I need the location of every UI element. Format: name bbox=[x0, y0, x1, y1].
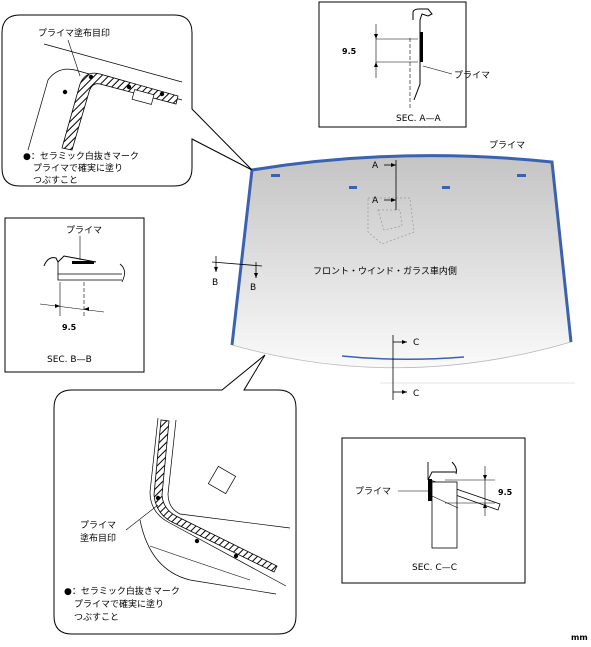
cut-c-top-label: C bbox=[413, 338, 419, 348]
bottom-left-note-line3: つぶすこと bbox=[74, 612, 119, 623]
top-left-note-line2: プライマで確実に塗り bbox=[33, 162, 123, 174]
section-bb: 9.5 プライマ SEC. B—B bbox=[4, 217, 145, 373]
section-bb-primer-label: プライマ bbox=[66, 225, 102, 236]
section-aa-primer-label: プライマ bbox=[454, 70, 490, 81]
section-cc-glass bbox=[431, 481, 458, 549]
cut-b-left-label: B bbox=[212, 278, 218, 288]
section-aa-primer bbox=[420, 32, 423, 62]
bottom-left-primer-mark-line2: 塗布目印 bbox=[80, 532, 116, 544]
section-bb-caption: SEC. B—B bbox=[47, 355, 92, 365]
top-left-note-line3: つぶすこと bbox=[33, 175, 78, 186]
top-left-primer-mark-label: プライマ塗布目印 bbox=[38, 27, 110, 39]
bottom-left-callout: プライマ 塗布目印 ●：セラミック白抜きマーク プライマで確実に塗り つぶすこと bbox=[53, 354, 297, 635]
primer-bottom-line bbox=[341, 355, 465, 361]
ceramic-dot bbox=[159, 91, 165, 97]
ceramic-mark bbox=[442, 186, 450, 189]
unit-label: mm bbox=[571, 633, 588, 642]
windshield-center-label: フロント・ウインド・ガラス車内側 bbox=[313, 265, 457, 277]
ceramic-dot bbox=[126, 84, 132, 90]
primer-band bbox=[61, 72, 179, 151]
top-left-note-line1: ●：セラミック白抜きマーク bbox=[23, 150, 139, 162]
mirror-mount bbox=[367, 197, 415, 245]
ceramic-dot bbox=[88, 74, 94, 80]
section-cc-dimension: 9.5 bbox=[498, 488, 513, 497]
section-aa-dimension: 9.5 bbox=[342, 47, 357, 56]
section-cc-caption: SEC. C—C bbox=[412, 563, 457, 573]
section-cc-primer-label: プライマ bbox=[355, 486, 391, 497]
section-cc: 9.5 プライマ SEC. C—C bbox=[341, 437, 526, 584]
ceramic-dot bbox=[155, 495, 161, 501]
primer-band bbox=[153, 419, 278, 573]
section-bb-box bbox=[4, 217, 145, 373]
section-aa-box bbox=[318, 1, 467, 128]
bottom-left-primer-mark-line1: プライマ bbox=[80, 520, 116, 531]
windshield-glass bbox=[231, 155, 572, 369]
cut-c-bottom-label: C bbox=[413, 389, 419, 399]
bottom-left-note-line2: プライマで確実に塗り bbox=[74, 598, 164, 610]
cut-b-right-label: B bbox=[250, 283, 256, 293]
section-bb-dimension: 9.5 bbox=[62, 323, 77, 332]
bottom-left-callout-box bbox=[53, 354, 297, 635]
section-cc-primer bbox=[428, 479, 432, 501]
primer-outline-top bbox=[230, 154, 573, 346]
ceramic-mark bbox=[271, 174, 280, 177]
windshield-primer-label: プライマ bbox=[489, 140, 525, 151]
ceramic-mark bbox=[517, 174, 526, 177]
cut-a-top-label: A bbox=[372, 161, 379, 171]
section-aa: 9.5 プライマ SEC. A—A bbox=[318, 1, 490, 128]
bottom-left-note-line1: ●：セラミック白抜きマーク bbox=[64, 585, 180, 597]
ceramic-mark bbox=[349, 186, 357, 189]
ceramic-dot bbox=[62, 89, 68, 95]
section-bb-primer bbox=[72, 261, 94, 264]
section-aa-caption: SEC. A—A bbox=[396, 114, 442, 124]
ceramic-dot bbox=[194, 538, 200, 544]
cut-a-mid-label: A bbox=[372, 196, 379, 206]
windshield: プライマ フロント・ウインド・ガラス車内側 A A B B C C bbox=[211, 140, 575, 400]
top-left-callout: プライマ塗布目印 ●：セラミック白抜きマーク プライマで確実に塗り つぶすこと bbox=[1, 14, 253, 187]
ceramic-dot bbox=[233, 553, 239, 559]
